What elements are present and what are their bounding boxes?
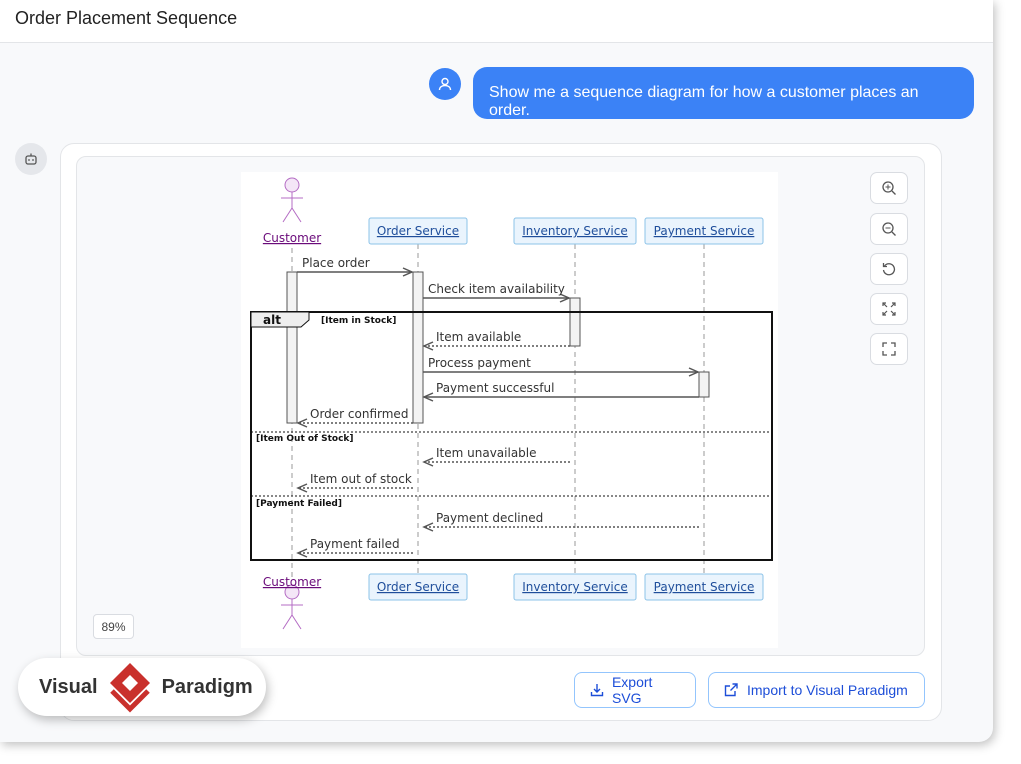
zoom-in-icon (882, 181, 896, 195)
arrowhead (422, 341, 434, 351)
zoom-out-icon (882, 222, 896, 236)
message-label: Item unavailable (436, 446, 537, 460)
zoom-level: 89% (93, 614, 134, 639)
message-label: Payment failed (310, 537, 400, 551)
logo-text-left: Visual (39, 675, 98, 698)
actor-head (284, 177, 300, 193)
activation-bar (412, 271, 424, 424)
activation-bar (569, 297, 581, 347)
participant-label: Order Service (377, 224, 459, 238)
import-label: Import to Visual Paradigm (747, 682, 908, 698)
message-label: Check item availability (428, 282, 565, 296)
arrowhead (688, 367, 700, 377)
arrowhead (296, 548, 308, 558)
sequence-diagram: alt [Item in Stock] [Item Out of Stock] [Pa… (241, 172, 778, 648)
activation-bar (286, 271, 298, 424)
actor-figure-icon (281, 177, 303, 223)
logo-mark-icon (109, 663, 150, 713)
user-message: Show me a sequence diagram for how a cus… (473, 67, 974, 119)
bot-avatar (15, 143, 47, 175)
participant-box (513, 573, 637, 601)
participant-label: Order Service (377, 580, 459, 594)
message-label: Place order (302, 256, 370, 270)
arrowhead (422, 392, 434, 402)
reset-icon (882, 263, 896, 276)
participant-box (644, 573, 764, 601)
fragment-guard: [Item in Stock] (321, 316, 396, 326)
participant-label: Customer (263, 575, 321, 589)
participant-label: Payment Service (654, 224, 755, 238)
message-label: Item out of stock (310, 472, 412, 486)
participant-box (513, 217, 637, 245)
header: Order Placement Sequence (0, 0, 993, 43)
fullscreen-button[interactable] (870, 333, 908, 365)
message-label: Payment declined (436, 511, 543, 525)
alt-fragment (250, 311, 773, 561)
fit-button[interactable] (870, 293, 908, 325)
arrowhead (296, 418, 308, 428)
participant-label: Customer (263, 231, 321, 245)
download-icon (590, 684, 604, 697)
user-icon (438, 77, 452, 91)
actor-figure-icon (281, 584, 303, 630)
actor-body (281, 599, 303, 630)
participant-box (368, 573, 468, 601)
logo-text-right: Paradigm (161, 675, 253, 698)
fragment-guard: [Item Out of Stock] (256, 434, 354, 444)
zoom-out-button[interactable] (870, 213, 908, 245)
activation-bar (698, 371, 710, 398)
participant-label: Payment Service (654, 580, 755, 594)
visual-paradigm-logo: Visual Paradigm (18, 658, 266, 716)
fragment-operator: alt (263, 313, 281, 327)
bot-icon (25, 153, 37, 165)
arrowhead (559, 293, 571, 303)
import-visual-paradigm-button[interactable]: Import to Visual Paradigm (708, 672, 925, 708)
arrowhead (422, 457, 434, 467)
arrowhead (402, 267, 414, 277)
fragment-guard: [Payment Failed] (256, 499, 342, 509)
export-svg-label: Export SVG (611, 674, 653, 706)
participant-box (368, 217, 468, 245)
message-label: Order confirmed (310, 407, 408, 421)
sequence-diagram-svg: alt [Item in Stock] [Item Out of Stock] [Pa… (250, 177, 773, 630)
zoom-in-button[interactable] (870, 172, 908, 204)
participant-box (644, 217, 764, 245)
participant-label: Inventory Service (522, 580, 627, 594)
reset-button[interactable] (870, 253, 908, 285)
actor-body (281, 192, 303, 223)
fragment-operator-tab (250, 311, 310, 328)
message-label: Item available (436, 330, 521, 344)
external-link-icon (724, 683, 738, 697)
message-label: Process payment (428, 356, 531, 370)
participant-label: Inventory Service (522, 224, 627, 238)
arrowhead (296, 483, 308, 493)
message-label: Payment successful (436, 381, 554, 395)
page-title: Order Placement Sequence (15, 8, 238, 28)
fullscreen-icon (882, 342, 896, 356)
fit-icon (882, 302, 896, 316)
user-avatar (429, 68, 461, 100)
arrowhead (422, 522, 434, 532)
export-svg-button[interactable]: Export SVG (574, 672, 696, 708)
